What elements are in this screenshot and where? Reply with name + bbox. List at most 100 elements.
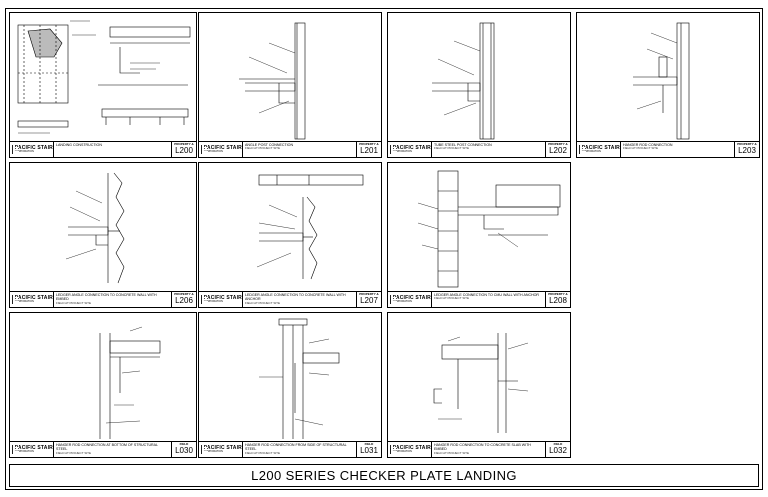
company-sub: CORPORATION <box>203 449 223 453</box>
detail-note: FIELD AT PROJECT SITE <box>56 300 92 305</box>
detail-number: L031 <box>360 446 378 455</box>
detail-drawing-l201 <box>239 22 306 140</box>
company-sub: CORPORATION <box>392 299 412 303</box>
detail-drawing-l202 <box>432 22 495 140</box>
company-name: PACIFIC STAIR <box>203 444 242 451</box>
detail-note: FIELD AT PROJECT SITE <box>245 146 281 151</box>
company-name: PACIFIC STAIR <box>14 294 53 301</box>
detail-drawing-l208 <box>417 170 561 288</box>
detail-title: LANDING CONSTRUCTION <box>56 143 102 147</box>
stair-logo-icon <box>12 445 18 454</box>
detail-drawing-l030 <box>99 326 161 439</box>
detail-number: L200 <box>175 146 193 155</box>
detail-title: LEDGER ANGLE CONNECTION TO CMU WALL WITH… <box>434 293 540 297</box>
stair-logo-icon <box>390 445 396 454</box>
detail-description: LEDGER ANGLE CONNECTION TO CONCRETE WALL… <box>54 292 172 307</box>
detail-drawing-l032 <box>433 333 529 433</box>
detail-note: FIELD AT PROJECT SITE <box>623 146 659 151</box>
company-name: PACIFIC STAIR <box>14 444 53 451</box>
detail-description: LANDING CONSTRUCTION <box>54 142 172 157</box>
detail-title: HANGER ROD CONNECTION FROM SIDE OF STRUC… <box>245 443 347 452</box>
sheet-title: L200 SERIES CHECKER PLATE LANDING <box>251 468 517 483</box>
company-name: PACIFIC STAIR <box>392 444 431 451</box>
detail-number-label: PROPERTY & <box>359 142 379 146</box>
detail-number-label: PROPERTY & <box>174 142 194 146</box>
company-sub: CORPORATION <box>14 149 34 153</box>
detail-number-box: PROPERTY &L201 <box>357 142 381 157</box>
detail-drawing-l206 <box>65 172 125 284</box>
company-sub: CORPORATION <box>203 149 223 153</box>
detail-title: LEDGER ANGLE CONNECTION TO CONCRETE WALL… <box>245 293 346 302</box>
detail-title: HANGER ROD CONNECTION TO CONCRETE SLAB W… <box>434 443 531 452</box>
detail-number-label: FIELD <box>179 442 189 446</box>
company-name: PACIFIC STAIR <box>203 144 242 151</box>
detail-title: HANGER ROD CONNECTION AT BOTTOM OF STRUC… <box>56 443 158 452</box>
detail-number-box: PROPERTY &L207 <box>357 292 381 307</box>
company-name: PACIFIC STAIR <box>203 294 242 301</box>
detail-description: LEDGER ANGLE CONNECTION TO CONCRETE WALL… <box>243 292 357 307</box>
company-name: PACIFIC STAIR <box>14 144 53 151</box>
detail-number-label: PROPERTY & <box>359 292 379 296</box>
detail-number-box: PROPERTY &L208 <box>546 292 570 307</box>
detail-number: L030 <box>175 446 193 455</box>
detail-note: FIELD AT PROJECT SITE <box>245 450 281 455</box>
detail-number: L203 <box>738 146 756 155</box>
stair-logo-icon <box>201 145 207 154</box>
stair-logo-icon <box>579 145 585 154</box>
sheet-title-bar: L200 SERIES CHECKER PLATE LANDING <box>9 464 759 487</box>
company-sub: CORPORATION <box>14 299 34 303</box>
stair-logo-icon <box>12 295 18 304</box>
detail-number-label: PROPERTY & <box>548 292 568 296</box>
detail-drawing-l031 <box>259 318 340 439</box>
company-sub: CORPORATION <box>581 149 601 153</box>
detail-title: LEDGER ANGLE CONNECTION TO CONCRETE WALL… <box>56 293 157 302</box>
stair-logo-icon <box>390 145 396 154</box>
detail-note: FIELD AT PROJECT SITE <box>434 450 470 455</box>
stair-logo-icon <box>12 145 18 154</box>
detail-description: LEDGER ANGLE CONNECTION TO CMU WALL WITH… <box>432 292 546 307</box>
detail-number: L208 <box>549 296 567 305</box>
detail-number: L202 <box>549 146 567 155</box>
detail-number-box: PROPERTY &L202 <box>546 142 570 157</box>
company-sub: CORPORATION <box>14 449 34 453</box>
detail-drawing-l203 <box>633 22 690 140</box>
detail-number: L207 <box>360 296 378 305</box>
detail-title: HANGER ROD CONNECTION <box>623 143 673 147</box>
detail-drawing-l207 <box>256 174 364 280</box>
detail-title: TUBE STEEL POST CONNECTION <box>434 143 492 147</box>
stair-logo-icon <box>201 295 207 304</box>
detail-description: HANGER ROD CONNECTION AT BOTTOM OF STRUC… <box>54 442 172 457</box>
detail-note: FIELD AT PROJECT SITE <box>434 296 470 301</box>
detail-number: L206 <box>175 296 193 305</box>
detail-number: L032 <box>549 446 567 455</box>
detail-number-box: PROPERTY &L200 <box>172 142 196 157</box>
company-name: PACIFIC STAIR <box>392 294 431 301</box>
company-sub: CORPORATION <box>392 149 412 153</box>
company-sub: CORPORATION <box>203 299 223 303</box>
